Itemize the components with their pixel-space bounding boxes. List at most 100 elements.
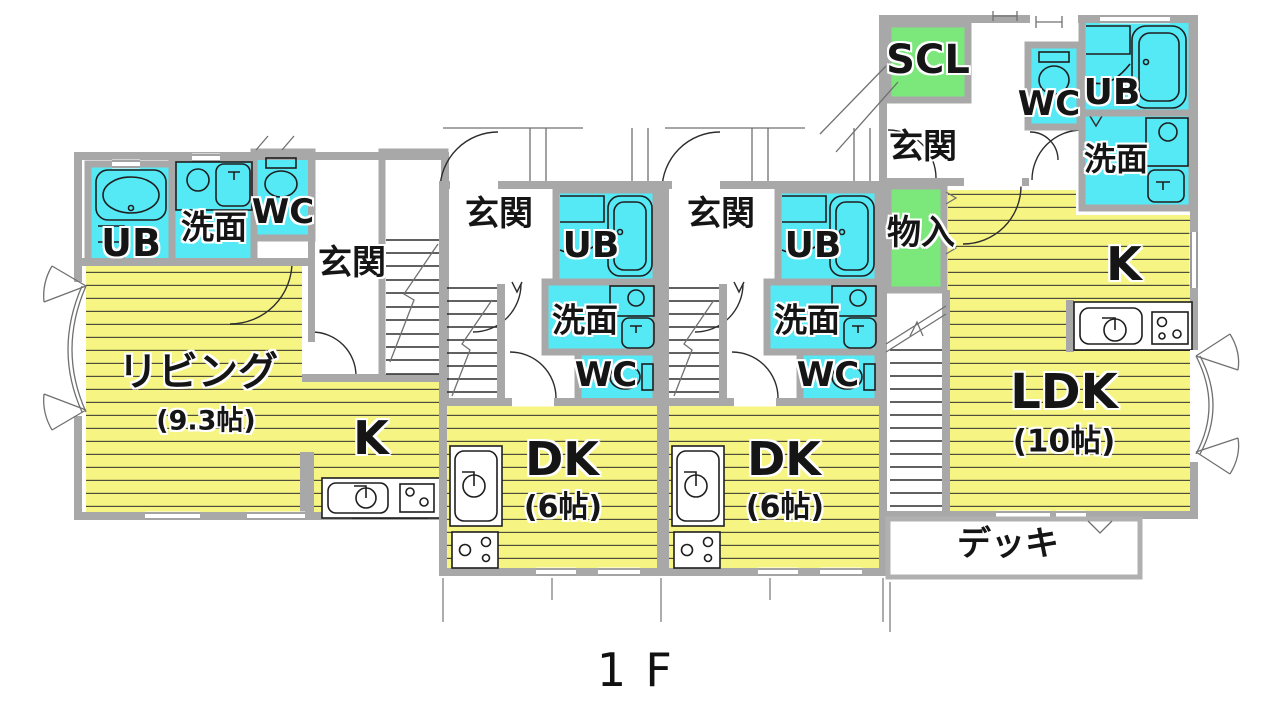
room-label-dk: DK <box>747 432 821 486</box>
door-swing-arc <box>1031 129 1083 181</box>
stair-direction-line <box>451 299 493 397</box>
stairs-icon <box>885 305 947 507</box>
washbasin-icon <box>1147 169 1185 203</box>
living-kitchen-floor <box>86 262 441 514</box>
vanity-counter-icon <box>831 285 877 317</box>
stair-direction-line <box>885 305 947 353</box>
washbasin-icon <box>215 163 251 207</box>
sliding-door-mark <box>945 191 958 255</box>
room-size-ldk: (10帖) <box>1012 423 1116 460</box>
room-label-ub: UB <box>1083 72 1141 113</box>
washroom-fill <box>1082 113 1192 208</box>
vanity-counter-icon <box>175 161 253 211</box>
room-label-wc: WC <box>251 192 315 232</box>
storage-room-fill <box>888 186 944 290</box>
deck-door-mark <box>1087 520 1113 534</box>
room-label-washroom: 洗面 <box>1083 140 1149 178</box>
deck-outline <box>885 516 1143 580</box>
wall <box>719 284 727 404</box>
window-symbol <box>992 11 1063 28</box>
door-swing-arc <box>731 351 779 399</box>
door-swing-arc <box>472 283 522 333</box>
stairs-icon <box>447 287 497 397</box>
washbasin-icon <box>621 317 655 349</box>
dimension-ticks <box>442 578 891 632</box>
room-label-entrance: 玄関 <box>318 243 386 283</box>
door-chevron <box>733 281 745 294</box>
bathtub-icon <box>1085 25 1187 109</box>
wc-room-fill <box>254 152 312 238</box>
kitchen-sink-icon <box>449 445 503 527</box>
stair-direction-line <box>389 243 439 363</box>
door-swing-arc <box>311 331 357 377</box>
room-label-entrance: 玄関 <box>687 194 755 234</box>
room-label-ub: UB <box>101 221 161 265</box>
room-size-living: (9.3帖) <box>156 405 256 437</box>
stairs-icon <box>669 287 719 397</box>
door-chevron <box>511 281 523 294</box>
overhang-line <box>751 128 871 181</box>
room-label-ldk: LDK <box>1010 364 1118 420</box>
wall <box>497 284 505 404</box>
right-unit <box>819 11 1240 580</box>
wall <box>942 290 950 515</box>
room-label-washroom: 洗面 <box>552 300 618 340</box>
bathtub-icon <box>781 195 875 277</box>
toilet-icon <box>264 157 298 198</box>
room-label-washroom: 洗面 <box>774 300 840 340</box>
washroom-fill <box>767 282 878 352</box>
room-label-scl: SCL <box>886 37 970 83</box>
room-label-wc: WC <box>1017 84 1081 124</box>
wall <box>300 452 314 514</box>
room-label-living: リビング <box>118 349 278 395</box>
floor-title: 1F <box>596 643 692 697</box>
bathtub-icon <box>559 195 653 277</box>
room-label-kitchen: K <box>353 411 389 465</box>
vanity-counter-icon <box>609 285 655 317</box>
overhang-line <box>529 128 649 181</box>
window <box>536 567 640 577</box>
room-size-dk: (6帖) <box>745 490 825 525</box>
room-label-entrance: 玄関 <box>465 194 533 234</box>
room-label-ub: UB <box>784 225 842 266</box>
stairs-icon <box>378 148 449 382</box>
wall <box>1066 300 1074 352</box>
room-label-kitchen: K <box>1106 237 1142 291</box>
porch-line <box>819 65 899 153</box>
room-label-dk: DK <box>525 432 599 486</box>
washroom-fill <box>545 282 656 352</box>
middle-unit-2 <box>661 127 887 577</box>
room-label-ub: UB <box>562 225 620 266</box>
door-swing-arc <box>439 131 499 191</box>
wc-room-fill <box>578 352 656 402</box>
bow-window <box>43 265 87 431</box>
scl-room-fill <box>888 24 968 100</box>
window <box>992 11 1199 520</box>
door-swing-arc <box>962 185 1022 245</box>
washbasin-icon <box>843 317 877 349</box>
room-label-entrance: 玄関 <box>889 127 957 167</box>
room-label-wc: WC <box>796 355 860 395</box>
door-swing-arc <box>1029 131 1059 161</box>
wall <box>302 374 445 382</box>
wc-room-fill <box>800 352 878 402</box>
room-label-wc: WC <box>574 355 638 395</box>
ub-room-fill <box>778 190 878 282</box>
stair-direction-line <box>673 299 715 397</box>
room-label-storage: 物入 <box>887 213 955 253</box>
toilet-icon <box>609 363 654 391</box>
vanity-counter-icon <box>1145 117 1189 167</box>
toilet-icon <box>831 363 876 391</box>
door-swing-arc <box>229 261 293 325</box>
wall <box>308 152 315 342</box>
wall <box>883 178 1029 186</box>
ub-room-fill <box>556 190 656 282</box>
room-label-deck: デッキ <box>957 524 1059 564</box>
bathtub-icon <box>95 169 167 258</box>
kitchen-sink-icon <box>671 445 725 527</box>
middle-unit-1 <box>439 127 665 577</box>
wall <box>1078 109 1196 212</box>
wc-room-fill <box>1028 45 1080 127</box>
stove-icon <box>399 483 435 513</box>
